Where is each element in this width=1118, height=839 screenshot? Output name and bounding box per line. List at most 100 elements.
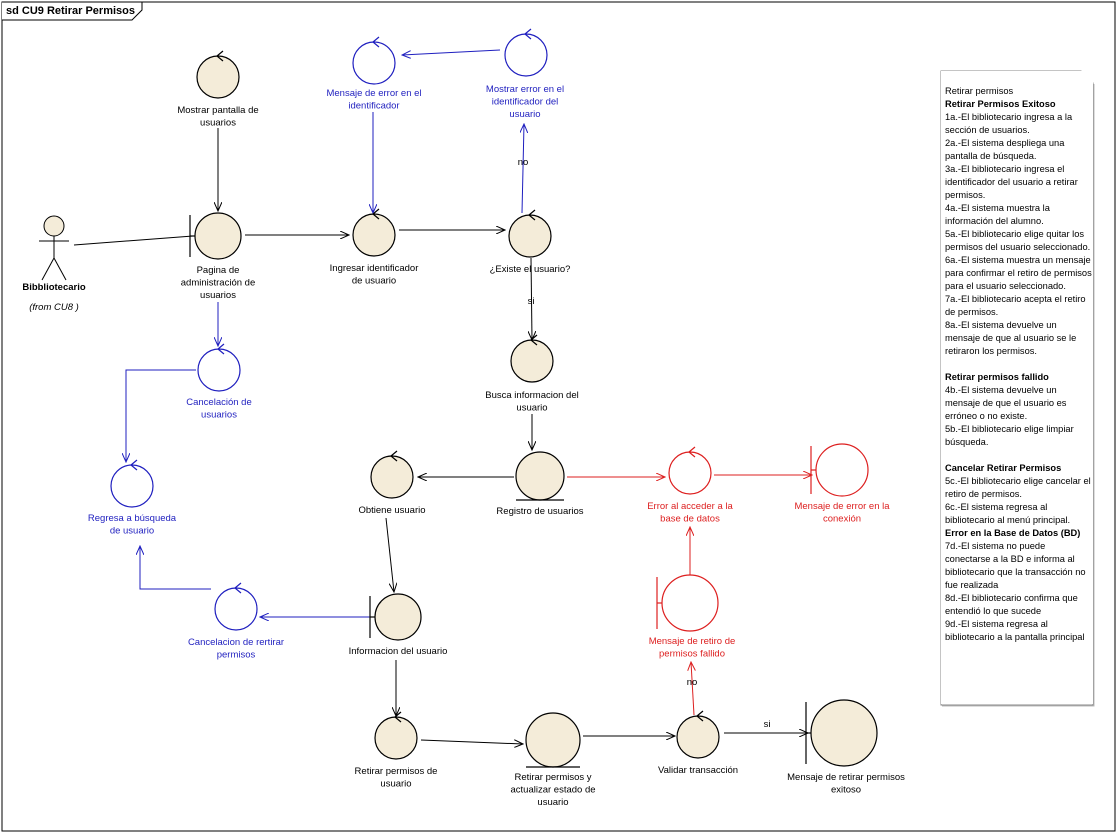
control-circle	[504, 33, 548, 77]
note-heading: Retirar permisos fallido	[945, 372, 1049, 382]
node-label-line: Mostrar pantalla de	[177, 105, 258, 116]
node-label-line: usuarios	[201, 410, 237, 421]
node-mensaje-error-conexion: Mensaje de error en la conexión	[794, 443, 890, 525]
note-line: 7d.-El sistema no puede conectarse a la …	[945, 541, 1086, 590]
node-label-line: Retirar permisos y	[514, 772, 591, 783]
entity-circle	[515, 451, 565, 501]
control-arrowhead	[394, 711, 402, 723]
node-label-line: identificador del	[492, 97, 559, 108]
edges: no si no si	[73, 49, 812, 744]
node-label-line: Regresa a búsqueda	[88, 513, 177, 524]
boundary-circle	[815, 443, 869, 497]
control-circle	[196, 55, 240, 99]
control-circle	[508, 214, 552, 258]
node-label-line: usuarios	[200, 118, 236, 129]
control-arrowhead	[217, 343, 225, 355]
node-label: Regresa a búsqueda de usuario	[88, 513, 177, 537]
node-busca-info: Busca informacion del usuario	[485, 334, 579, 414]
note-heading: Cancelar Retirar Permisos	[945, 463, 1062, 473]
control-arrowhead	[216, 50, 224, 62]
control-circle	[110, 464, 154, 508]
edge-actor-pagina	[73, 235, 194, 246]
node-label-line: exitoso	[831, 785, 861, 796]
node-label-line: permisos fallido	[659, 649, 725, 660]
node-label: Informacion del usuario	[349, 646, 448, 657]
edge-obtiene-informacion	[385, 517, 394, 592]
node-label-line: Cancelación de	[186, 397, 252, 408]
note-line: 4b.-El sistema devuelve un mensaje de qu…	[945, 385, 1067, 421]
note-line: 1a.-El bibliotecario ingresa a la secció…	[945, 112, 1073, 135]
note-line: 6a.-El sistema muestra un mensaje para c…	[945, 255, 1092, 291]
control-arrowhead	[528, 209, 536, 221]
node-label-line: conexión	[823, 514, 861, 525]
control-circle	[510, 339, 554, 383]
node-label-line: usuario	[516, 403, 547, 414]
control-circle	[676, 715, 720, 759]
node-label-line: de usuario	[110, 526, 154, 537]
node-mensaje-exitoso: Mensaje de retirar permisos exitoso	[787, 699, 905, 796]
actor-note: (from CU8 )	[29, 302, 79, 313]
edge-mostrar-mensaje-error	[402, 49, 501, 55]
note-line: 6c.-El sistema regresa al bibliotecario …	[945, 502, 1071, 525]
note-line: 7a.-El bibliotecario acepta el retiro de…	[945, 294, 1086, 317]
node-label-line: usuarios	[200, 290, 236, 301]
note-line: 5a.-El bibliotecario elige quitar los pe…	[945, 229, 1091, 252]
node-label-line: actualizar estado de	[510, 785, 595, 796]
node-label-line: Error al acceder a la	[647, 501, 733, 512]
control-arrowhead	[234, 582, 242, 594]
node-label-line: administración de	[181, 278, 255, 289]
node-label-line: Mensaje de error en la	[794, 501, 890, 512]
node-label: Obtiene usuario	[358, 505, 425, 516]
control-circle	[370, 455, 414, 499]
control-circle	[352, 213, 396, 257]
node-label-line: de usuario	[352, 276, 396, 287]
node-label-line: identificador	[348, 101, 399, 112]
node-informacion-usuario: Informacion del usuario	[349, 593, 448, 657]
node-label-line: Validar transacción	[658, 765, 738, 776]
note-spacer	[945, 358, 1093, 371]
node-obtiene-usuario: Obtiene usuario	[358, 450, 426, 516]
control-arrowhead	[696, 710, 704, 722]
control-arrowhead	[390, 450, 398, 462]
node-label-line: Busca informacion del	[485, 390, 578, 401]
node-label-line: Mostrar error en el	[486, 84, 564, 95]
node-label-line: ¿Existe el usuario?	[490, 264, 571, 275]
node-label: Mostrar pantalla de usuarios	[177, 105, 258, 129]
control-arrowhead	[688, 446, 696, 458]
actor-head	[43, 215, 65, 237]
edge-cancelacion-regresa	[126, 369, 196, 462]
node-label: ¿Existe el usuario?	[490, 264, 571, 275]
node-label-line: usuario	[537, 797, 568, 808]
boundary-circle	[194, 212, 242, 260]
node-label: Registro de usuarios	[496, 506, 583, 517]
frame-title-tab	[2, 1, 143, 21]
node-label-line: Mensaje de retirar permisos	[787, 772, 905, 783]
note-line: 2a.-El sistema despliega una pantalla de…	[945, 138, 1065, 161]
control-circle	[214, 587, 258, 631]
edge-cancelacion-regresa-2	[140, 546, 211, 590]
edge-existe-busca	[531, 257, 532, 340]
boundary-circle	[661, 574, 719, 632]
node-label: Mensaje de retirar permisos exitoso	[787, 772, 905, 796]
actor-left-leg	[41, 257, 55, 281]
note-shadow	[942, 84, 1095, 707]
node-regresa-busqueda: Regresa a búsqueda de usuario	[88, 459, 177, 537]
node-mostrar-pantalla: Mostrar pantalla de usuarios	[177, 50, 259, 129]
node-cancelacion-usuarios: Cancelación de usuarios	[186, 343, 252, 421]
node-label-line: Registro de usuarios	[496, 506, 583, 517]
control-circle	[668, 451, 712, 495]
